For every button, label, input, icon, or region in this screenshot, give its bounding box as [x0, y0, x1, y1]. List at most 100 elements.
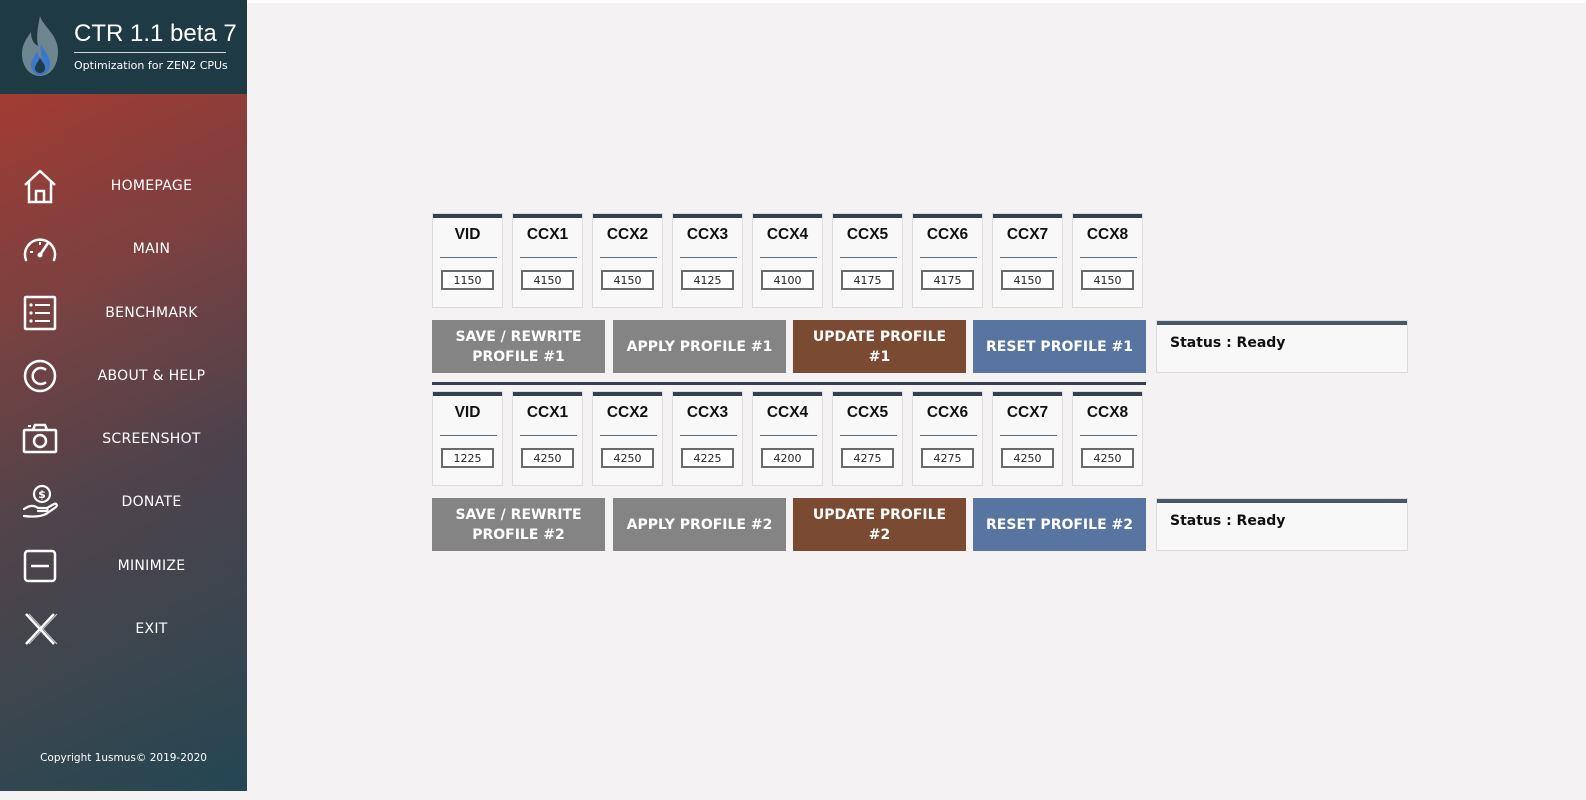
card-divider — [600, 435, 657, 436]
nav-label: SCREENSHOT — [102, 431, 201, 447]
close-icon — [25, 613, 58, 645]
card-accent — [833, 392, 902, 396]
minimize-icon — [23, 549, 57, 583]
update-profile-1-button[interactable]: UPDATE PROFILE #1 — [793, 320, 966, 373]
copyright-text: Copyright 1usmus© 2019-2020 — [40, 752, 207, 764]
card-accent — [673, 392, 742, 396]
card-title: CCX3 — [686, 404, 729, 421]
card-divider — [1080, 435, 1137, 436]
title-divider — [74, 52, 226, 53]
ccx2-card: CCX2 — [592, 213, 663, 308]
ccx6-card: CCX6 — [912, 213, 983, 308]
ccx3-card: CCX3 — [672, 213, 743, 308]
ccx2-input[interactable] — [601, 448, 654, 468]
profile-1-status-box: Status : Ready — [1156, 320, 1408, 373]
ccx8-input[interactable] — [1081, 270, 1134, 290]
card-divider — [440, 435, 497, 436]
nav-item-homepage[interactable]: HOMEPAGE — [0, 161, 247, 211]
card-divider — [680, 257, 737, 258]
card-accent — [1073, 392, 1142, 396]
update-profile-2-button[interactable]: UPDATE PROFILE #2 — [793, 498, 966, 551]
ccx1-card: CCX1 — [512, 391, 583, 486]
svg-text:$: $ — [38, 488, 46, 501]
reset-profile-2-button[interactable]: RESET PROFILE #2 — [973, 498, 1146, 551]
ccx3-input[interactable] — [681, 270, 734, 290]
profile-divider — [432, 382, 1146, 385]
card-divider — [440, 257, 497, 258]
nav-item-screenshot[interactable]: SCREENSHOT — [0, 414, 247, 464]
card-accent — [913, 214, 982, 218]
card-title: CCX3 — [686, 226, 729, 243]
save-profile-2-button[interactable]: SAVE / REWRITE PROFILE #2 — [432, 498, 605, 551]
card-title: CCX2 — [606, 404, 649, 421]
donate-icon: $ — [22, 484, 58, 518]
reset-profile-1-button[interactable]: RESET PROFILE #1 — [973, 320, 1146, 373]
nav-label: MAIN — [132, 241, 171, 257]
card-title: CCX6 — [926, 226, 969, 243]
ccx3-card: CCX3 — [672, 391, 743, 486]
apply-profile-2-button[interactable]: APPLY PROFILE #2 — [613, 498, 786, 551]
card-divider — [920, 257, 977, 258]
ccx3-input[interactable] — [681, 448, 734, 468]
top-border — [247, 0, 1586, 3]
nav-item-about-help[interactable]: ABOUT & HELP — [0, 351, 247, 401]
ccx1-input[interactable] — [521, 270, 574, 290]
card-accent — [993, 392, 1062, 396]
card-divider — [1080, 257, 1137, 258]
card-accent — [593, 392, 662, 396]
card-accent — [993, 214, 1062, 218]
card-title: VID — [454, 226, 481, 243]
status-text: Status : Ready — [1170, 513, 1286, 529]
card-title: CCX8 — [1086, 226, 1129, 243]
ccx6-input[interactable] — [921, 448, 974, 468]
ccx2-card: CCX2 — [592, 391, 663, 486]
sidebar-header: CTR 1.1 beta 7 Optimization for ZEN2 CPU… — [0, 0, 247, 94]
card-title: VID — [454, 404, 481, 421]
ccx4-input[interactable] — [761, 270, 814, 290]
ccx6-card: CCX6 — [912, 391, 983, 486]
card-divider — [840, 435, 897, 436]
card-title: CCX7 — [1006, 226, 1049, 243]
nav-item-benchmark[interactable]: BENCHMARK — [0, 288, 247, 338]
nav-label: EXIT — [135, 621, 168, 637]
ccx8-input[interactable] — [1081, 448, 1134, 468]
nav-label: HOMEPAGE — [110, 178, 193, 194]
card-accent — [913, 392, 982, 396]
ccx7-input[interactable] — [1001, 270, 1054, 290]
card-title: CCX1 — [526, 404, 569, 421]
ccx4-input[interactable] — [761, 448, 814, 468]
card-divider — [520, 257, 577, 258]
card-accent — [433, 214, 502, 218]
list-icon — [23, 295, 57, 331]
ccx5-input[interactable] — [841, 270, 894, 290]
card-title: CCX8 — [1086, 404, 1129, 421]
nav-item-main[interactable]: MAIN — [0, 224, 247, 274]
card-divider — [600, 257, 657, 258]
card-accent — [673, 214, 742, 218]
ccx1-input[interactable] — [521, 448, 574, 468]
ccx5-input[interactable] — [841, 448, 894, 468]
save-profile-1-button[interactable]: SAVE / REWRITE PROFILE #1 — [432, 320, 605, 373]
vid-input[interactable] — [441, 448, 494, 468]
nav-item-donate[interactable]: $ DONATE — [0, 477, 247, 527]
nav-item-exit[interactable]: EXIT — [0, 604, 247, 654]
card-accent — [433, 392, 502, 396]
ccx5-card: CCX5 — [832, 213, 903, 308]
sidebar: CTR 1.1 beta 7 Optimization for ZEN2 CPU… — [0, 0, 247, 791]
card-accent — [1073, 214, 1142, 218]
nav-label: ABOUT & HELP — [97, 368, 206, 384]
apply-profile-1-button[interactable]: APPLY PROFILE #1 — [613, 320, 786, 373]
vid-input[interactable] — [441, 270, 494, 290]
vid-card: VID — [432, 213, 503, 308]
card-accent — [753, 392, 822, 396]
ccx2-input[interactable] — [601, 270, 654, 290]
ccx6-input[interactable] — [921, 270, 974, 290]
card-divider — [680, 435, 737, 436]
app-subtitle: Optimization for ZEN2 CPUs — [74, 59, 228, 72]
ccx7-input[interactable] — [1001, 448, 1054, 468]
card-divider — [760, 435, 817, 436]
ccx4-card: CCX4 — [752, 213, 823, 308]
nav-item-minimize[interactable]: MINIMIZE — [0, 541, 247, 591]
card-divider — [920, 435, 977, 436]
card-accent — [513, 392, 582, 396]
